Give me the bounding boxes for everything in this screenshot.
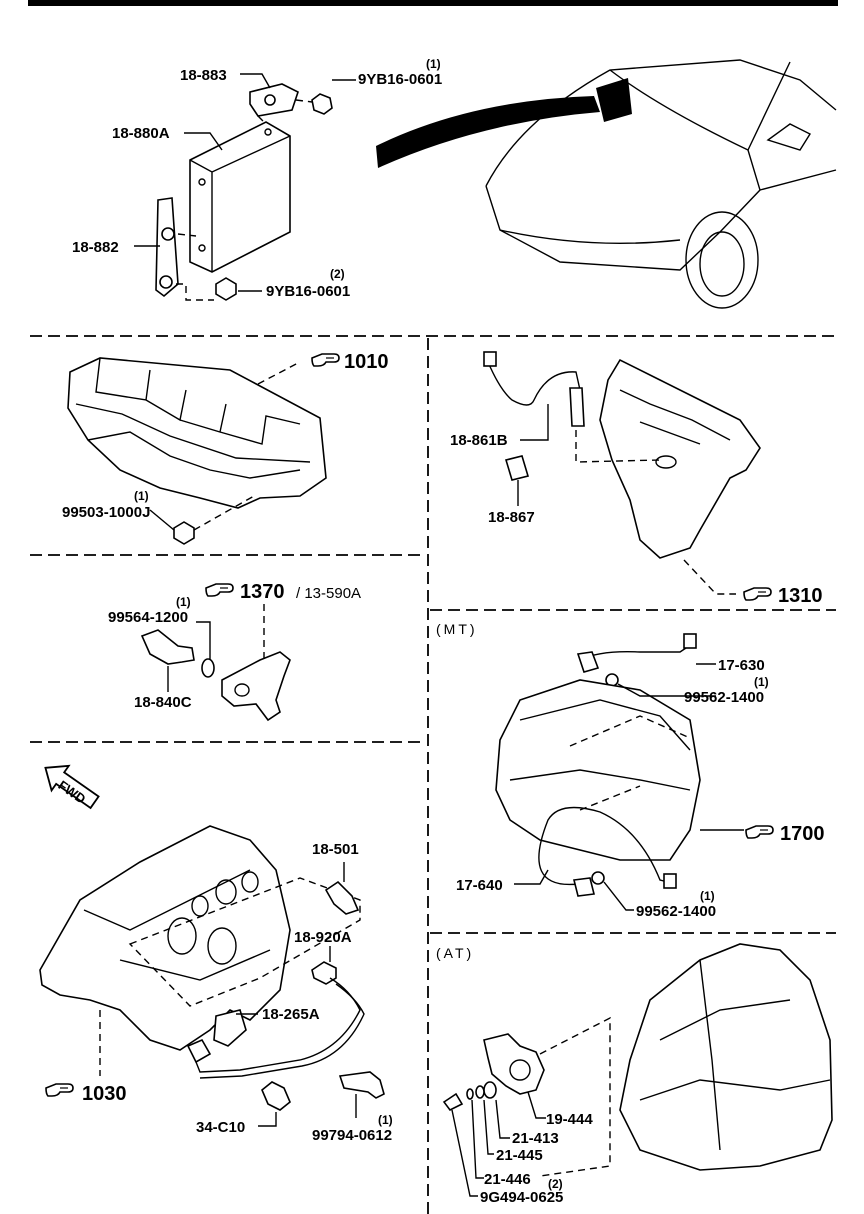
at-section [442,943,833,1197]
washer-99564 [201,658,215,678]
label-21-413: 21-413 [512,1130,559,1147]
sensor-wire-17-640 [538,806,677,886]
water-outlet-section [140,583,291,722]
water-outlet [221,651,291,722]
sensor-18-840c [140,629,195,665]
washer-21-446 [466,1088,474,1100]
bolt-9g494-0625 [442,1092,464,1112]
transmission-mt [495,679,701,861]
qty-99564-1200: (1) [176,595,191,609]
nut-bottom [215,277,237,301]
qty-21-446: (2) [548,1177,563,1191]
qty-9yb16-0601-bottom: (2) [330,267,345,281]
exhaust-manifold [599,358,761,559]
engine-block-section: FWD [39,764,385,1127]
clip-34-c10 [261,1081,291,1111]
bolt-99794 [338,1071,385,1099]
label-9yb16-0601-top: 9YB16-0601 [358,71,442,88]
qty-99503-1000j: (1) [134,489,149,503]
bracket-18-882 [155,197,179,298]
cylinder-head [67,357,327,509]
connector-18-861b [483,351,497,367]
qty-99562-1400-top: (1) [754,675,769,689]
label-99794-0612: 99794-0612 [312,1127,392,1144]
sensor-wire-17-630 [579,643,693,661]
gasket-18-867 [504,455,530,481]
sensor-18-920a [311,961,337,985]
ecu-section [134,59,837,309]
mt-section [495,633,774,911]
label-34-c10: 34-C10 [196,1119,245,1136]
label-18-265a: 18-265A [262,1006,320,1023]
label-21-446: 21-446 [484,1171,531,1188]
ref-hand-icon-1310 [743,587,772,601]
engine-block [39,825,291,1051]
sensor-18-501 [324,880,360,915]
washer-21-445 [475,1085,485,1099]
label-18-840c: 18-840C [134,694,192,711]
nut-top [311,93,333,115]
label-21-445: 21-445 [496,1147,543,1164]
label-99562-1400-top: 99562-1400 [684,689,764,706]
ref-hand-icon-1010 [311,353,340,367]
qty-99562-1400-bottom: (1) [700,889,715,903]
at-title: (AT) [436,945,474,961]
label-18-920a: 18-920A [294,929,352,946]
top-border [28,0,838,6]
car-illustration [376,59,837,309]
qty-9yb16-0601-top: (1) [426,57,441,71]
bracket-18-265a [213,1009,247,1047]
label-9g494-0625: 9G494-0625 [480,1189,563,1206]
oxygen-sensor-18-861b [569,387,585,427]
label-17-640: 17-640 [456,877,503,894]
label-99564-1200: 99564-1200 [108,609,188,626]
switch-19-444 [483,1033,545,1095]
label-18-882: 18-882 [72,239,119,256]
sensor-wire-18-920a [195,977,361,1073]
ref-hand-icon-1030 [45,1083,74,1097]
label-17-630: 17-630 [718,657,765,674]
fwd-arrow-icon [44,764,100,810]
ref-1010: 1010 [344,351,389,373]
label-19-444: 19-444 [546,1111,593,1128]
ref-1700: 1700 [780,823,825,845]
ecu-box [189,121,291,273]
label-18-501: 18-501 [312,841,359,858]
transmission-at [619,943,833,1171]
label-99562-1400-bottom: 99562-1400 [636,903,716,920]
exhaust-manifold-section [483,351,772,601]
label-9yb16-0601-bottom: 9YB16-0601 [266,283,350,300]
label-18-880a: 18-880A [112,125,170,142]
ref-hand-icon-1700 [745,825,774,839]
oxygen-sensor-wire [487,361,581,406]
label-99503-1000j: 99503-1000J [62,504,150,521]
label-18-861b: 18-861B [450,432,508,449]
ref-1310: 1310 [778,585,823,607]
ref-hand-icon-1370 [205,583,234,597]
plug-99503 [173,521,195,545]
ref-1370: 1370 [240,581,285,603]
washer-21-413 [483,1081,497,1099]
label-18-883: 18-883 [180,67,227,84]
qty-99794-0612: (1) [378,1113,393,1127]
mt-title: (MT) [436,621,478,637]
ref-1370-suffix: / 13-590A [296,585,361,602]
label-18-867: 18-867 [488,509,535,526]
cylinder-head-section [67,353,340,545]
ref-1030: 1030 [82,1083,127,1105]
